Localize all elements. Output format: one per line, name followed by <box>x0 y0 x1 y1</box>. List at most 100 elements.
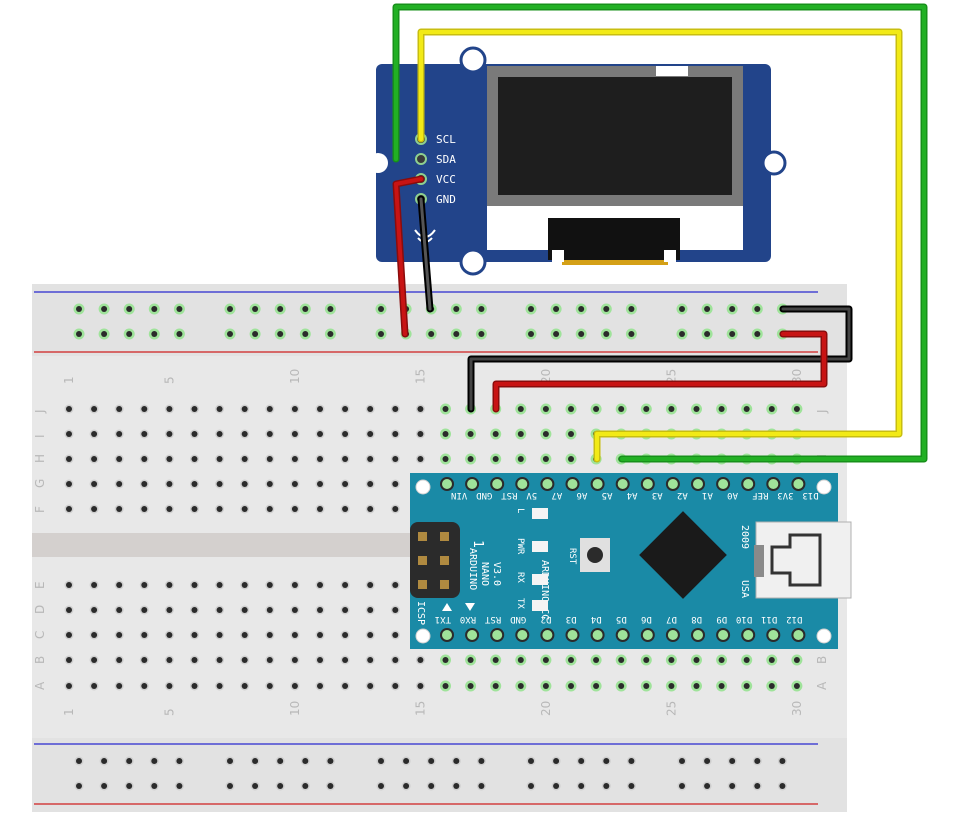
breadboard-hole-socket <box>392 657 399 663</box>
breadboard-hole-socket <box>166 481 173 487</box>
breadboard-hole-socket <box>191 506 198 512</box>
column-number-bottom: 25 <box>664 701 678 716</box>
breadboard-hole-socket <box>743 657 750 663</box>
breadboard-hole-socket <box>266 657 273 663</box>
led-rx <box>532 574 548 585</box>
breadboard-hole-socket <box>442 406 449 412</box>
nano-pin-label: RST <box>501 490 518 500</box>
breadboard-hole-socket <box>492 456 499 462</box>
breadboard-hole-socket <box>91 657 98 663</box>
nano-pin <box>440 477 454 491</box>
led-label-rx: RX <box>515 572 525 583</box>
breadboard-hole-socket <box>141 456 148 462</box>
breadboard-hole-socket <box>291 431 298 437</box>
wire-black-rail-gnd-core <box>469 307 851 411</box>
column-number-top: 25 <box>664 369 678 384</box>
nano-pin-label: 3V3 <box>777 490 793 500</box>
rail-hole-socket <box>403 783 410 789</box>
breadboard-hole-socket <box>191 632 198 638</box>
nano-pin <box>515 477 530 491</box>
breadboard-hole-socket <box>241 683 248 689</box>
rail-hole-socket <box>76 783 82 789</box>
rail-hole-socket <box>227 331 233 337</box>
breadboard-hole-socket <box>91 431 98 437</box>
column-number-bottom: 5 <box>162 708 176 716</box>
breadboard-hole-socket <box>216 481 223 487</box>
breadboard-hole-socket <box>116 406 123 412</box>
nano-pin-label: 5V <box>526 490 537 500</box>
nano-year: 2009 <box>739 525 750 549</box>
rail-hole-socket <box>277 783 284 789</box>
led-label-pwr: PWR <box>515 538 525 555</box>
breadboard-hole-socket <box>367 657 374 663</box>
breadboard-hole-socket <box>593 657 600 663</box>
oled-mount-hole <box>459 248 487 276</box>
rail-hole-socket <box>628 306 635 312</box>
rail-hole-socket <box>679 331 685 337</box>
row-letter: D <box>33 605 47 614</box>
rail-hole-socket <box>578 331 585 337</box>
column-number-top: 20 <box>539 369 553 384</box>
nano-pin-label: A5 <box>602 490 613 500</box>
breadboard-hole-socket <box>392 582 399 588</box>
icsp-pins <box>418 532 449 589</box>
rail-hole-socket <box>679 306 685 312</box>
rail-hole-socket <box>227 758 233 764</box>
breadboard-hole-socket <box>392 683 399 689</box>
breadboard-hole-socket <box>241 506 248 512</box>
oled-screen <box>498 77 732 195</box>
rail-hole-socket <box>151 306 158 312</box>
breadboard-hole-socket <box>367 683 374 689</box>
nano-pin <box>741 477 756 491</box>
row-letter: B <box>815 656 829 664</box>
row-letter: J <box>33 409 47 414</box>
breadboard-hole-socket <box>166 456 173 462</box>
breadboard-hole-socket <box>668 683 675 689</box>
nano-site-label: ARDUINO.CC <box>539 560 550 620</box>
oled-pin-sda: SDA <box>436 153 456 166</box>
nano-pin-label: D5 <box>616 614 627 624</box>
breadboard-hole-socket <box>216 456 223 462</box>
breadboard-hole-socket <box>116 607 123 613</box>
breadboard-hole-socket <box>542 657 549 663</box>
breadboard-hole-socket <box>241 632 248 638</box>
nano-pin <box>590 477 605 491</box>
rail-hole-socket <box>277 306 284 312</box>
breadboard-hole-socket <box>593 683 600 689</box>
usb-port-icon <box>770 533 822 587</box>
rail-hole-socket <box>176 331 183 337</box>
column-number-top: 15 <box>413 369 427 384</box>
wires <box>392 3 928 463</box>
breadboard-hole-socket <box>517 657 524 663</box>
breadboard-hole-socket <box>618 657 625 663</box>
breadboard-hole-socket <box>91 582 98 588</box>
rail-hole-socket <box>603 331 610 337</box>
breadboard-hole-socket <box>668 657 675 663</box>
breadboard-hole-socket <box>91 456 98 462</box>
column-number-top: 1 <box>62 376 76 384</box>
breadboard-hole-socket <box>317 431 323 437</box>
nano-name-line-1: ARDUINO <box>467 548 478 590</box>
breadboard-hole-socket <box>66 607 72 613</box>
column-number-bottom: 10 <box>288 701 302 716</box>
rail-hole-socket <box>729 331 736 337</box>
breadboard-hole-socket <box>793 406 800 412</box>
oled-pin-scl: SCL <box>436 133 456 146</box>
breadboard-hole-socket <box>116 632 123 638</box>
breadboard-hole-socket <box>141 657 148 663</box>
rail-hole-socket <box>101 306 108 312</box>
breadboard-labels: 151015202530151015202530JJIIHHGGFFEEDDCC… <box>33 369 829 716</box>
reset-label: RST <box>567 548 577 565</box>
breadboard-hole-socket <box>768 406 775 412</box>
breadboard-hole-socket <box>392 632 399 638</box>
breadboard-hole-socket <box>116 431 123 437</box>
rail-hole-socket <box>378 783 384 789</box>
nano-pin-label: A7 <box>551 490 562 500</box>
nano-pin-label: D4 <box>591 614 602 624</box>
breadboard-hole-socket <box>467 456 474 462</box>
rail-hole-socket <box>679 783 685 789</box>
breadboard-hole-socket <box>317 456 323 462</box>
oled-mount-hole <box>459 46 487 74</box>
breadboard-hole-socket <box>442 431 449 437</box>
